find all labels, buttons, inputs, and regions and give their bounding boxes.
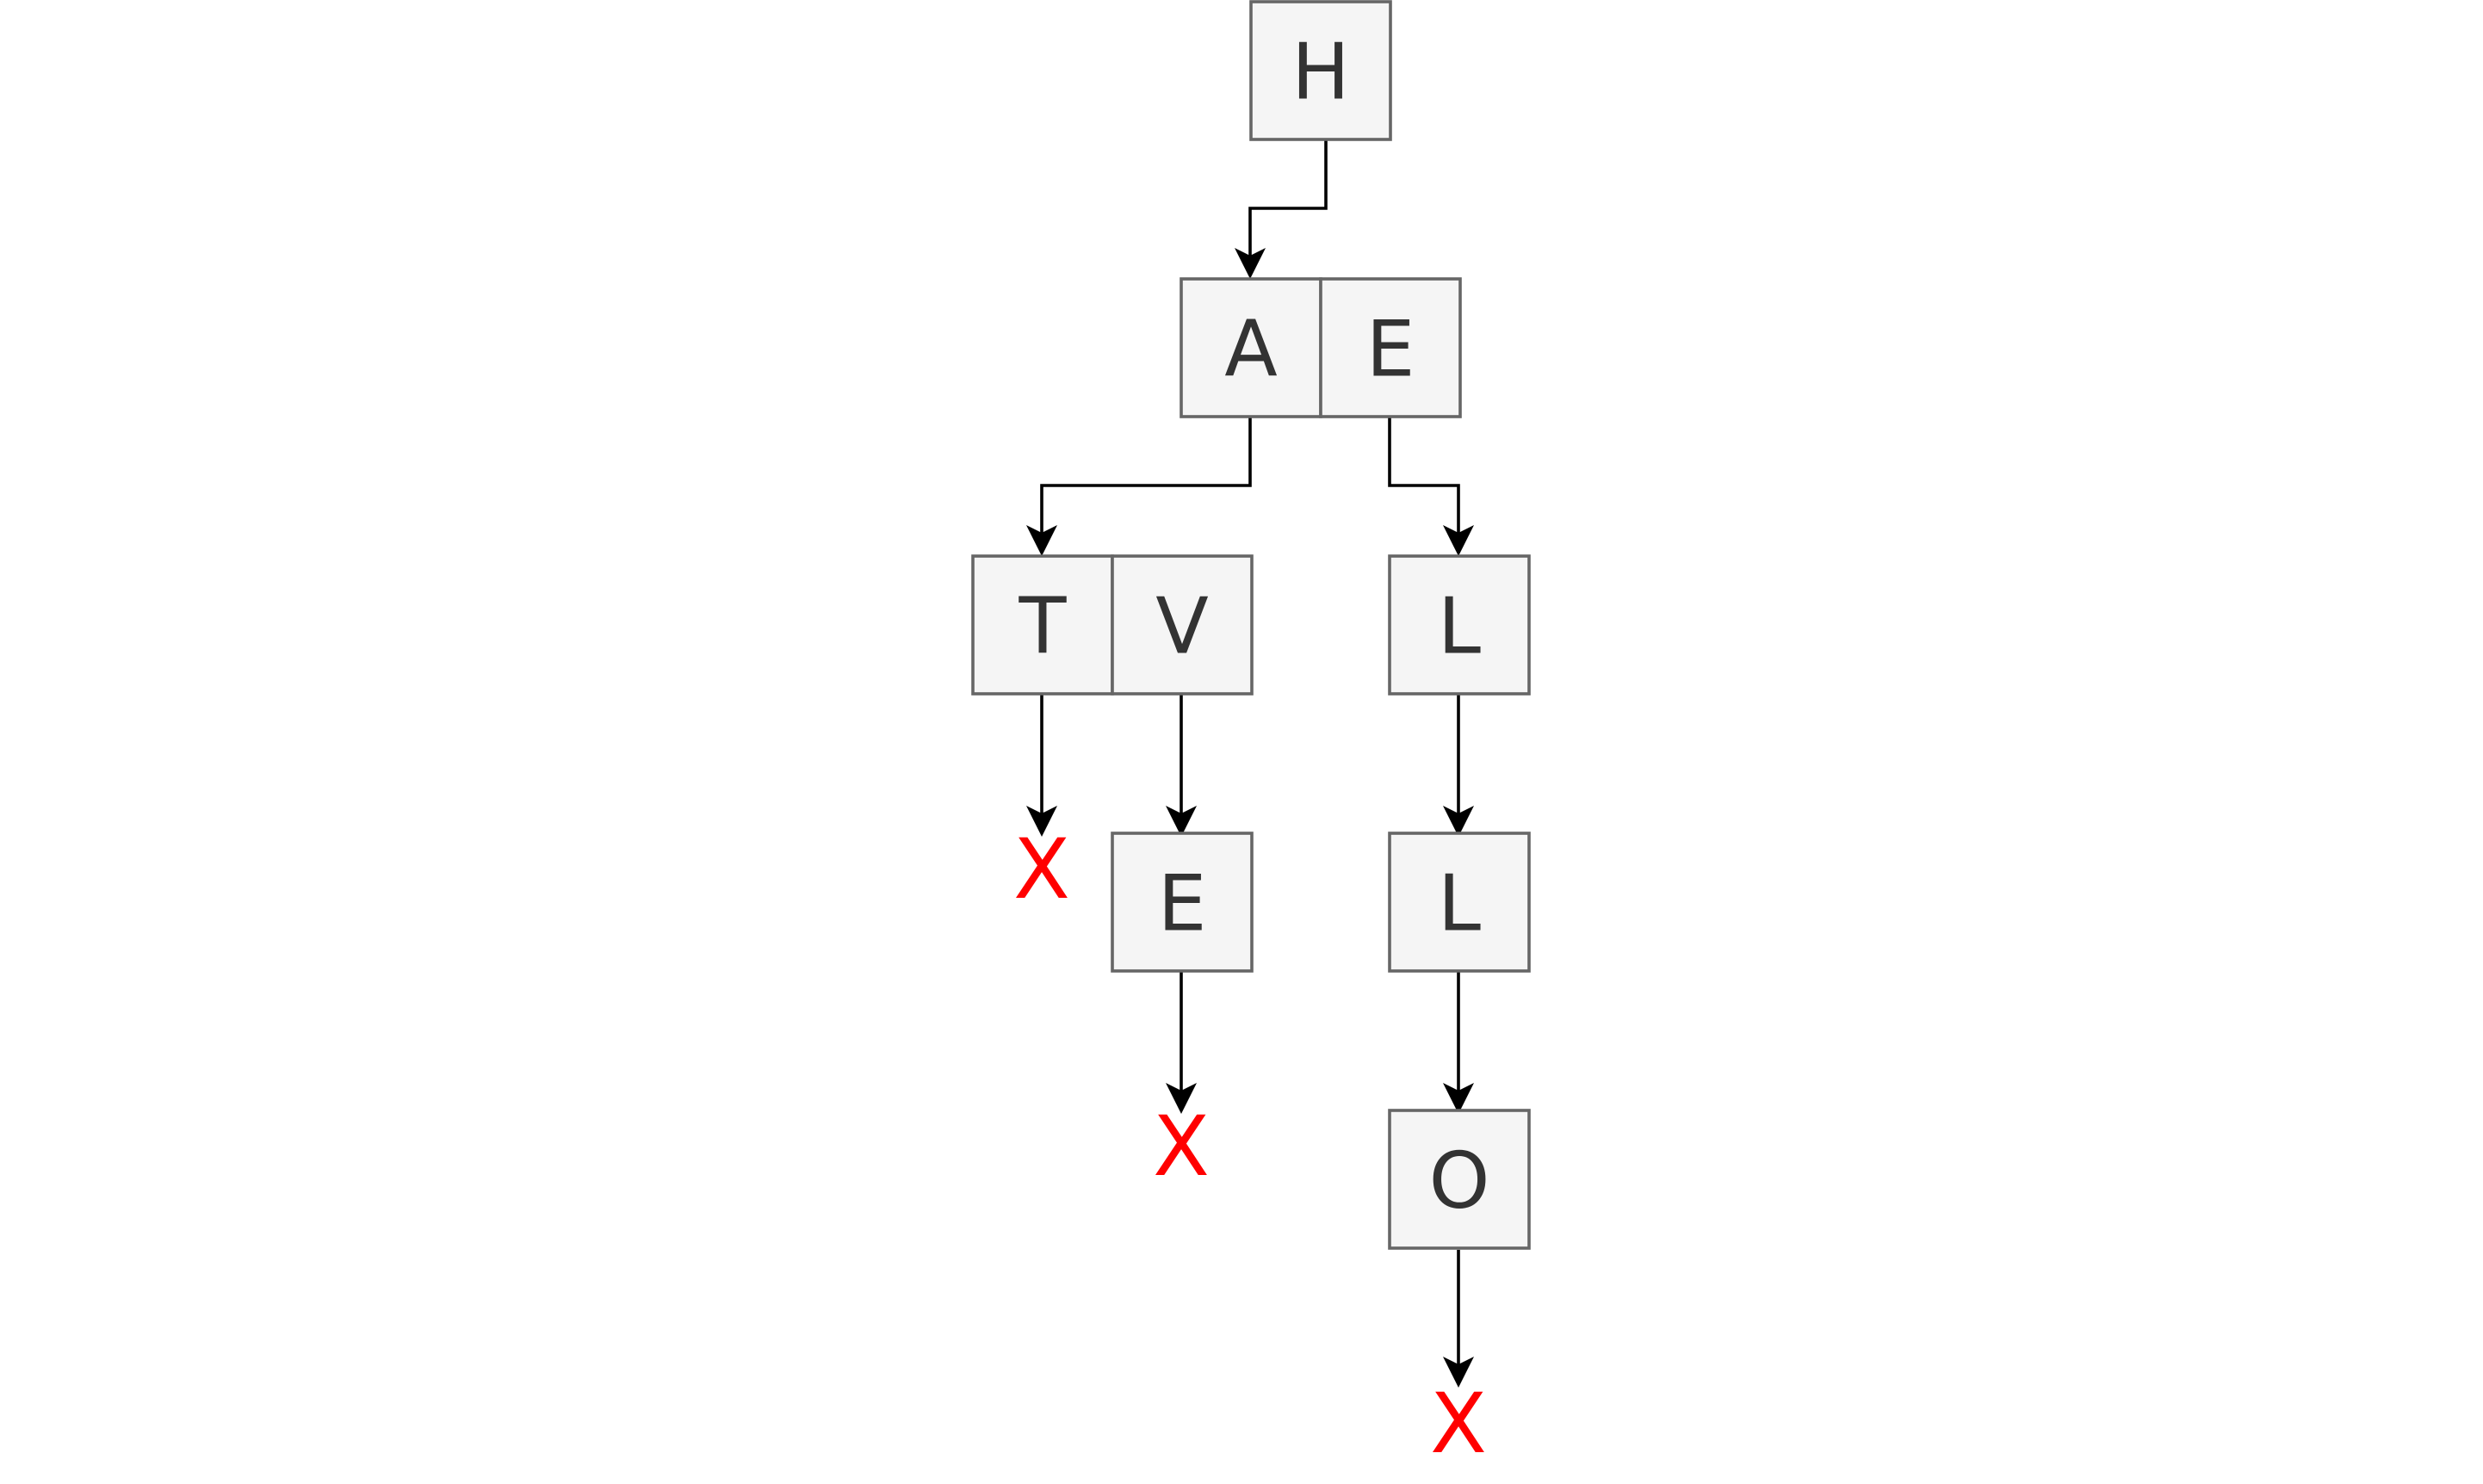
terminals: X X X [1013, 821, 1487, 1472]
node-h: H [1249, 0, 1392, 141]
node-label-e-second: E [1158, 859, 1207, 949]
edge-o-to-end [1442, 1250, 1475, 1388]
edges [1025, 139, 1475, 1388]
node-t: T [971, 554, 1114, 696]
node-label-v: V [1155, 582, 1209, 672]
node-l-second: L [1388, 832, 1531, 973]
edge-e-to-l [1388, 417, 1475, 557]
node-label-e-first: E [1366, 305, 1415, 395]
edge-t-to-end [1025, 694, 1058, 838]
node-label-l-first: L [1438, 582, 1481, 672]
node-label-l-second: L [1438, 859, 1481, 949]
node-v: V [1111, 554, 1254, 696]
node-label-a: A [1224, 305, 1278, 395]
edge-e-to-end [1165, 971, 1198, 1115]
node-l-first: L [1388, 554, 1531, 696]
edge-l-to-l [1442, 694, 1475, 838]
node-label-h: H [1291, 28, 1350, 118]
node-e-second: E [1111, 832, 1254, 973]
terminal-marker-o: X [1430, 1376, 1487, 1472]
edge-l-to-o [1442, 971, 1475, 1115]
node-a: A [1180, 277, 1322, 418]
node-o: O [1388, 1109, 1531, 1250]
node-e-first: E [1319, 277, 1462, 418]
terminal-marker-e: X [1153, 1098, 1210, 1195]
edge-a-to-t [1025, 417, 1252, 557]
node-label-t: T [1019, 582, 1068, 672]
nodes: H A E T V L E [971, 0, 1531, 1250]
terminal-marker-t: X [1013, 821, 1070, 918]
edge-v-to-e [1165, 694, 1198, 838]
edge-h-to-a [1234, 139, 1328, 280]
node-label-o: O [1429, 1136, 1490, 1227]
